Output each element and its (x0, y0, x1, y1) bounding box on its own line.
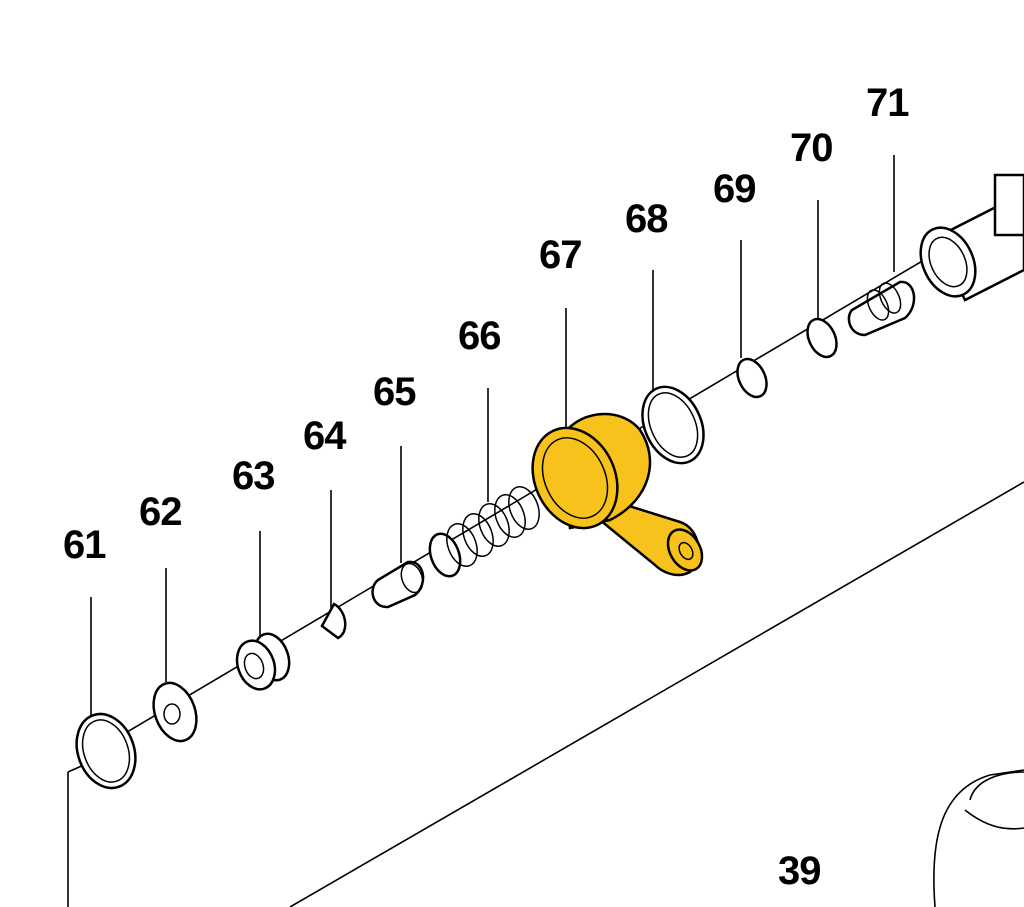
part-65-valve (371, 560, 425, 609)
part-69-washer (736, 357, 768, 399)
label-62: 62 (139, 490, 182, 534)
part-71-spring-valve (847, 280, 916, 337)
part-62-washer (152, 681, 198, 743)
part-63-bushing (235, 632, 291, 691)
label-68: 68 (625, 197, 668, 241)
part-68-oring (641, 385, 705, 465)
label-71: 71 (866, 81, 909, 125)
label-39: 39 (778, 849, 821, 893)
label-64: 64 (303, 414, 347, 458)
part-61-oring (75, 712, 137, 790)
label-66: 66 (458, 314, 501, 358)
label-65: 65 (373, 370, 416, 414)
housing-outline (67, 481, 1024, 907)
part-70-washer (806, 317, 838, 359)
label-69: 69 (713, 167, 756, 211)
part-67-banjo-fitting (531, 412, 704, 577)
part-cylinder-assembly (919, 173, 1024, 302)
label-70: 70 (790, 126, 833, 170)
label-67: 67 (539, 233, 582, 277)
label-61: 61 (63, 523, 106, 567)
part-64-cone (320, 602, 347, 640)
leader-lines (90, 155, 895, 716)
part-66-spring (428, 486, 540, 578)
label-63: 63 (232, 454, 275, 498)
